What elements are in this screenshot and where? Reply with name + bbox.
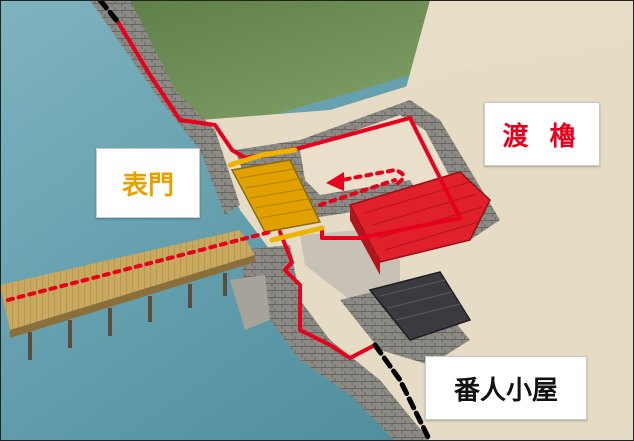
route-dashed-bottom — [372, 342, 433, 441]
label-watari-yagura: 渡 櫓 — [484, 102, 600, 166]
route-dashed-top — [97, 0, 121, 25]
label-omote-mon: 表門 — [96, 148, 200, 218]
stone-wall-outer — [90, 0, 240, 215]
main-gate-roof — [230, 159, 322, 233]
route-dotted-bridge — [6, 230, 272, 302]
label-omote-mon-text: 表門 — [121, 170, 174, 201]
route-dotted-arrow-return — [340, 168, 406, 185]
route-yellow-bottom — [269, 225, 325, 243]
route-yellow-top — [227, 147, 298, 168]
route-red-lower — [278, 230, 377, 360]
arrow-head-icon — [326, 172, 344, 191]
label-bannin-goya: 番人小屋 — [425, 356, 587, 420]
wooden-bridge — [0, 230, 255, 330]
label-bannin-goya-text: 番人小屋 — [453, 375, 558, 406]
route-dotted-inner — [318, 178, 397, 207]
guardhouse-roof — [368, 271, 472, 341]
label-watari-yagura-text: 渡 櫓 — [502, 121, 582, 152]
